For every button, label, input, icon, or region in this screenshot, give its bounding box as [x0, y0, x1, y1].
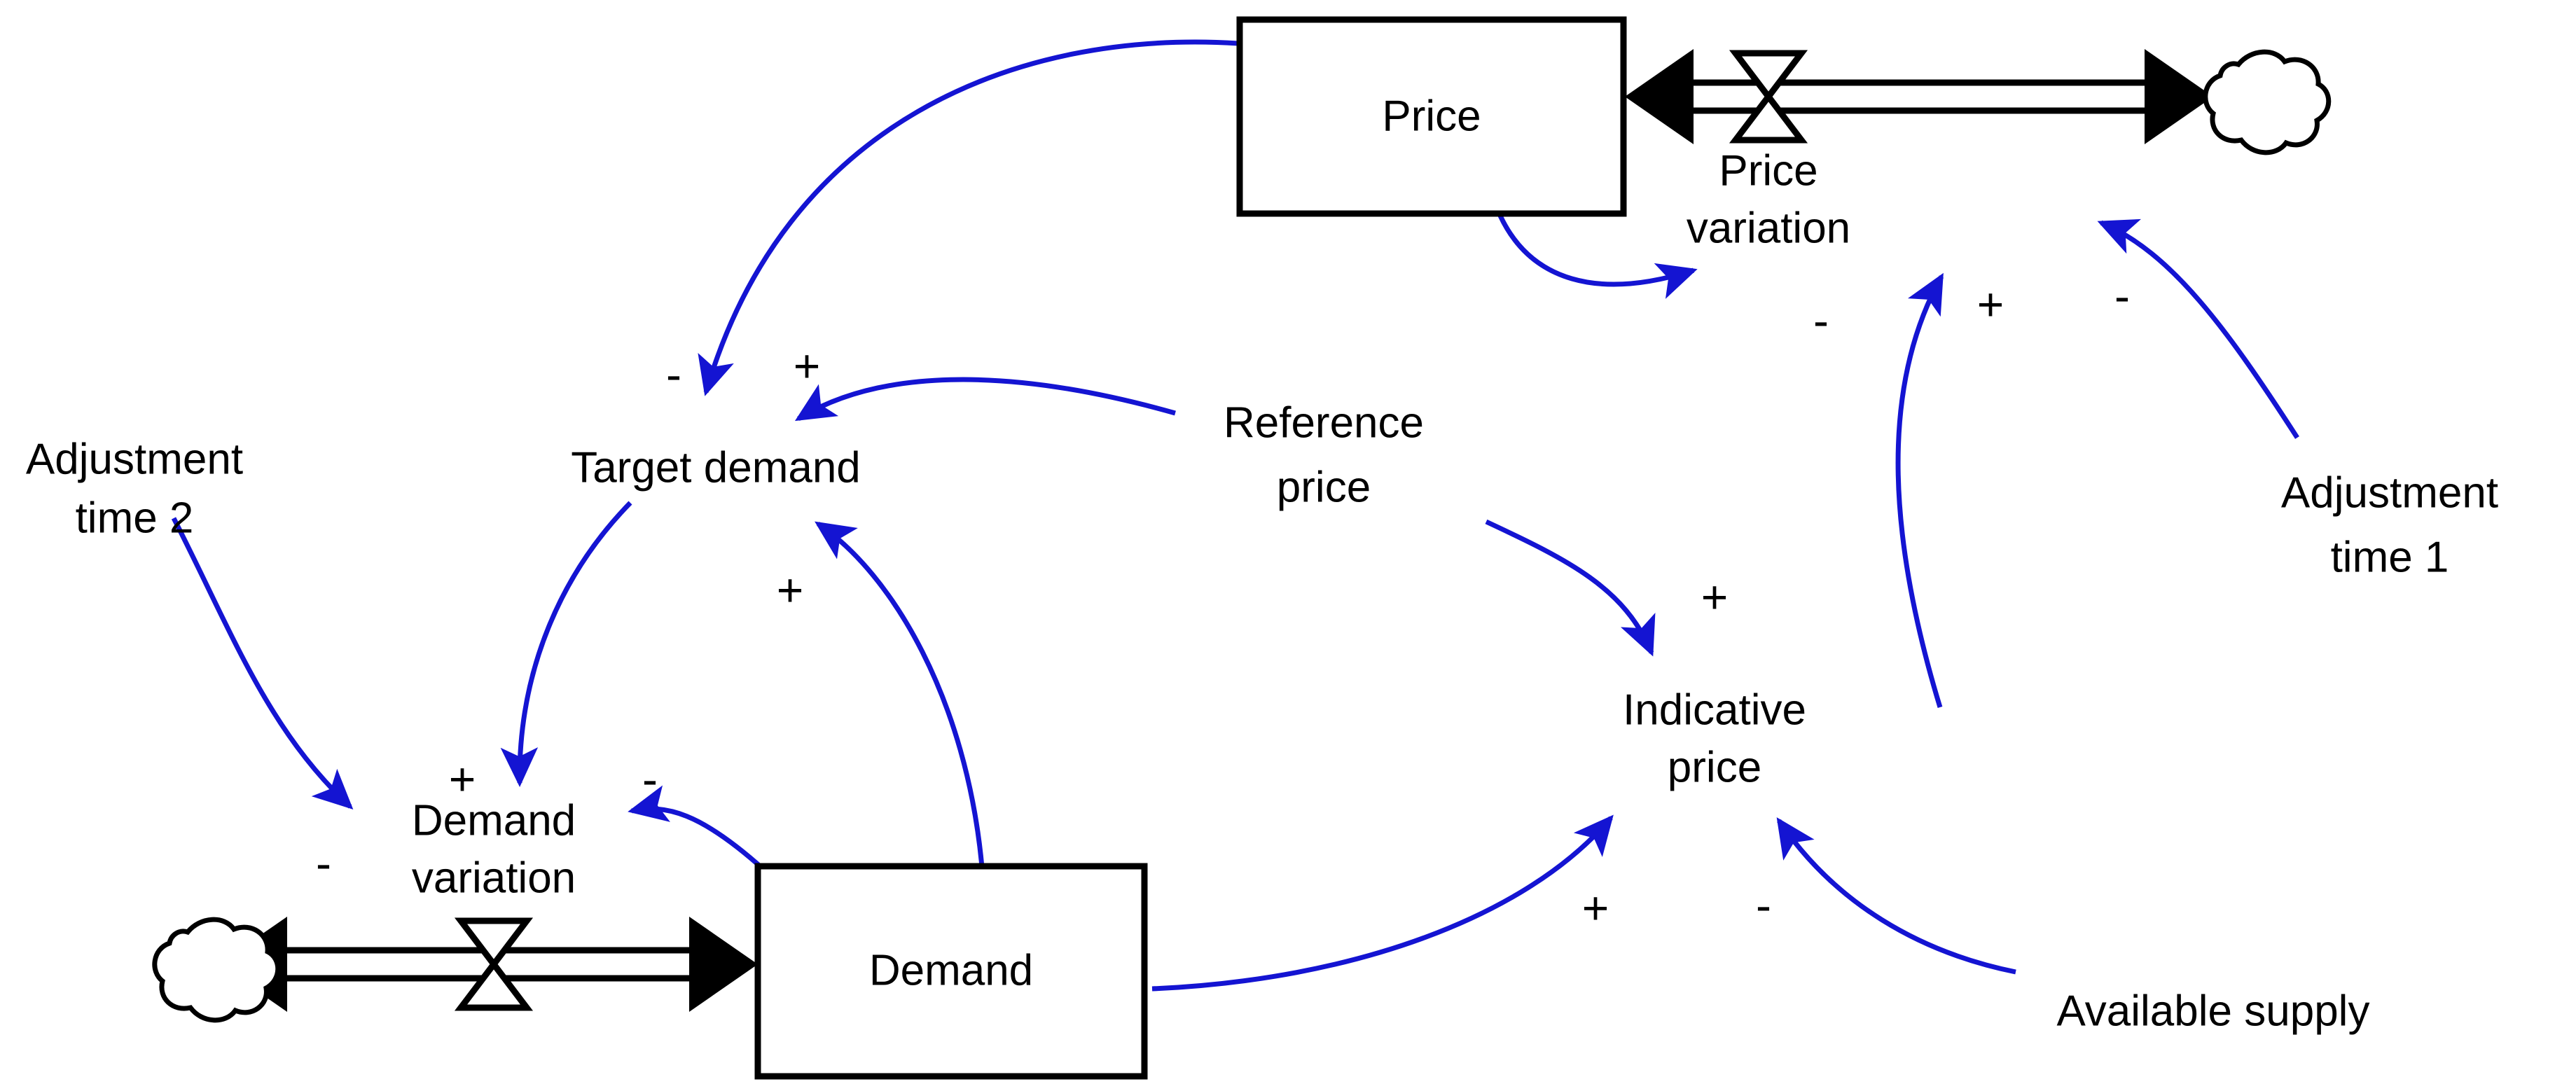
cloud-icon — [152, 917, 281, 1023]
stock-box[interactable] — [754, 863, 1148, 1080]
link-path — [171, 517, 354, 810]
link-adjustment-time-2-to-demand-variation: - — [171, 517, 354, 889]
polarity-adjustment-time-1-to-price-variation: - — [2114, 270, 2130, 321]
variable-label-line2: price — [1668, 743, 1761, 791]
flow-arrowhead-right — [689, 917, 758, 1012]
variable-label: Available supply — [2057, 987, 2370, 1035]
polarity-demand-to-target-demand: + — [777, 564, 804, 616]
link-path — [794, 377, 1176, 422]
flow-price-variation[interactable] — [1625, 49, 2332, 155]
variable-indicative-price[interactable]: Indicative price — [1623, 686, 1806, 791]
variable-available-supply[interactable]: Available supply — [2057, 987, 2370, 1035]
flow-demand-variation[interactable] — [152, 917, 758, 1023]
flow-label-line1: Price — [1719, 146, 1817, 195]
flow-label-line1: Demand — [412, 796, 576, 845]
variable-label-line1: Adjustment — [26, 435, 243, 483]
flow-arrowhead-right — [2145, 49, 2213, 144]
link-path — [628, 785, 767, 873]
polarity-adjustment-time-2-to-demand-variation: - — [316, 837, 331, 889]
link-path — [815, 521, 985, 868]
variable-label: Target demand — [571, 443, 861, 492]
link-path — [1497, 214, 1698, 299]
link-path — [1485, 519, 1656, 657]
valve-icon — [454, 917, 534, 1011]
variable-label-line2: time 2 — [76, 494, 194, 542]
flow-label-line2: variation — [412, 854, 576, 902]
stock-demand[interactable]: Demand — [754, 863, 1148, 1080]
link-path — [2097, 218, 2299, 439]
link-path — [1895, 272, 1944, 709]
variable-label-line1: Reference — [1224, 398, 1424, 447]
valve-icon — [1729, 50, 1808, 144]
variable-label-line1: Adjustment — [2281, 468, 2498, 517]
link-adjustment-time-1-to-price-variation: - — [2097, 218, 2299, 439]
variable-label-line2: price — [1277, 463, 1371, 511]
link-path — [500, 501, 632, 787]
link-price-to-price-variation: - — [1497, 214, 1829, 346]
flow-arrowhead-left — [1625, 49, 1694, 144]
polarity-price-to-price-variation: - — [1813, 294, 1829, 346]
link-demand-to-target-demand: + — [777, 521, 985, 868]
variable-target-demand[interactable]: Target demand — [571, 443, 861, 492]
flow-label-demand-variation: Demand variation — [412, 796, 576, 902]
flow-label-line2: variation — [1687, 204, 1850, 252]
link-indicative-price-to-price-variation: + — [1895, 272, 2004, 709]
variable-adjustment-time-1[interactable]: Adjustment time 1 — [2281, 468, 2498, 581]
link-available-supply-to-indicative-price: - — [1756, 817, 2016, 975]
link-reference-price-to-target-demand: + — [794, 340, 1176, 422]
variable-label-line1: Indicative — [1623, 686, 1806, 734]
stock-label: Demand — [869, 946, 1033, 994]
polarity-price-to-target-demand: - — [666, 348, 681, 400]
link-price-to-target-demand: - — [666, 39, 1239, 400]
variable-label-line2: time 1 — [2331, 533, 2449, 581]
link-target-demand-to-demand-variation: + — [449, 501, 632, 805]
link-path — [1151, 814, 1614, 992]
link-demand-to-demand-variation: - — [628, 753, 767, 873]
variable-reference-price[interactable]: Reference price — [1224, 398, 1424, 511]
stock-box[interactable] — [1236, 16, 1627, 217]
stock-label: Price — [1382, 92, 1481, 140]
polarity-reference-price-to-indicative-price: + — [1701, 571, 1729, 623]
link-path — [698, 39, 1239, 396]
polarity-demand-to-demand-variation: - — [642, 753, 658, 805]
polarity-indicative-price-to-price-variation: + — [1977, 278, 2004, 330]
variable-adjustment-time-2[interactable]: Adjustment time 2 — [26, 435, 243, 542]
link-reference-price-to-indicative-price: + — [1485, 519, 1729, 657]
polarity-available-supply-to-indicative-price: - — [1756, 879, 1771, 931]
cloud-icon — [2203, 49, 2332, 155]
stock-price[interactable]: Price — [1236, 16, 1627, 217]
polarity-reference-price-to-target-demand: + — [794, 340, 821, 391]
polarity-target-demand-to-demand-variation: + — [449, 753, 476, 805]
flow-label-price-variation: Price variation — [1687, 146, 1850, 252]
polarity-demand-to-indicative-price: + — [1582, 882, 1609, 933]
link-path — [1776, 817, 2016, 975]
link-demand-to-indicative-price: + — [1151, 814, 1614, 992]
